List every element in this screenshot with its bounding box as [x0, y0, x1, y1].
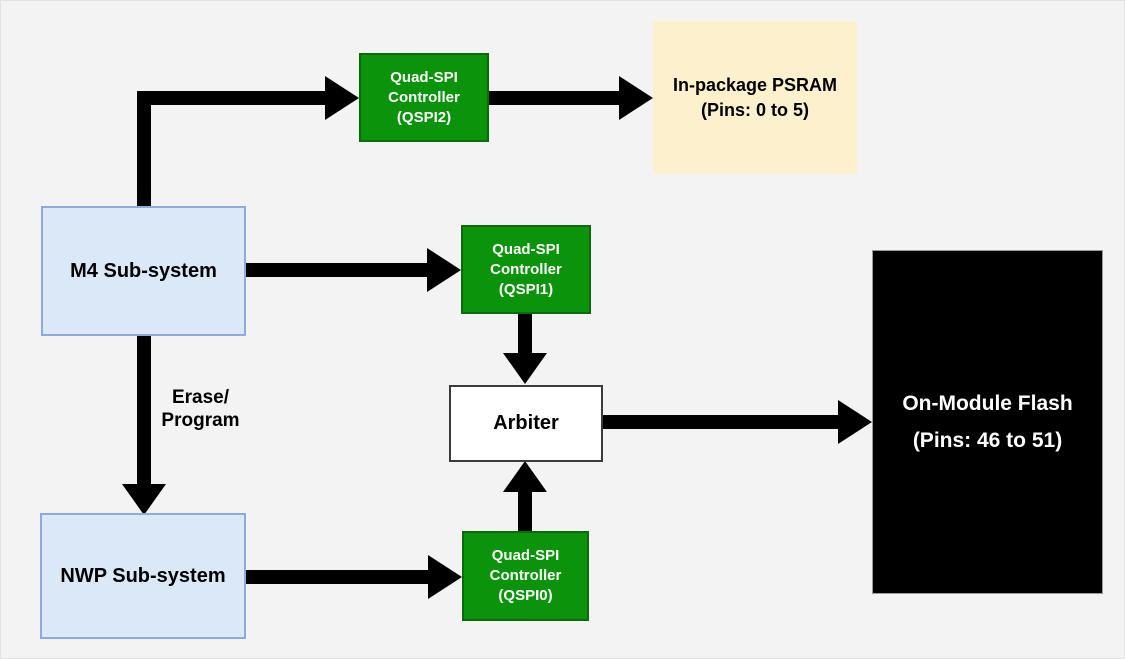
- node-m4-subsystem: M4 Sub-system: [41, 206, 246, 336]
- node-flash-line2: (Pins: 46 to 51): [912, 429, 1063, 452]
- arrow-qspi1-to-arbiter-head: [503, 353, 547, 384]
- node-psram-line1: In-package PSRAM: [672, 74, 838, 95]
- node-qspi1-line3: (QSPI1): [498, 280, 554, 298]
- arrow-m4-to-qspi1-shaft: [246, 263, 427, 277]
- arrow-qspi0-to-arbiter-shaft: [518, 492, 532, 531]
- arrow-m4-to-nwp-head: [122, 484, 166, 515]
- node-nwp-subsystem: NWP Sub-system: [40, 513, 246, 639]
- arrow-m4-to-nwp-shaft: [137, 336, 151, 484]
- node-m4-subsystem-label: M4 Sub-system: [70, 259, 217, 282]
- node-in-package-psram: In-package PSRAM (Pins: 0 to 5): [653, 21, 857, 174]
- arrow-qspi2-to-psram-shaft: [489, 91, 619, 105]
- node-on-module-flash: On-Module Flash (Pins: 46 to 51): [872, 250, 1103, 594]
- node-qspi0-controller: Quad-SPI Controller (QSPI0): [462, 531, 589, 621]
- node-qspi2-line2: Controller: [388, 88, 460, 106]
- node-qspi0-line2: Controller: [489, 567, 562, 584]
- arrow-qspi0-to-arbiter-head: [503, 461, 547, 492]
- arrow-arbiter-to-flash-head: [838, 400, 872, 444]
- node-qspi2-line1: Quad-SPI: [390, 68, 458, 86]
- node-qspi2-line3: (QSPI2): [396, 108, 452, 126]
- arrow-arbiter-to-flash-shaft: [603, 415, 838, 429]
- arrow-m4-to-qspi1-head: [427, 248, 461, 292]
- arrow-qspi2-to-psram-head: [619, 76, 653, 120]
- node-qspi1-line2: Controller: [490, 260, 562, 278]
- erase-program-label: Erase/ Program: [153, 386, 248, 432]
- node-psram-line2: (Pins: 0 to 5): [700, 99, 809, 120]
- erase-program-label-line2: Program: [161, 410, 240, 431]
- node-arbiter: Arbiter: [449, 385, 603, 462]
- node-qspi1-controller: Quad-SPI Controller (QSPI1): [461, 225, 591, 314]
- node-arbiter-label: Arbiter: [493, 412, 559, 434]
- node-qspi1-line1: Quad-SPI: [492, 240, 560, 258]
- arrow-qspi1-to-arbiter-shaft: [518, 314, 532, 353]
- node-nwp-subsystem-label: NWP Sub-system: [60, 564, 226, 587]
- node-flash-line1: On-Module Flash: [902, 392, 1073, 415]
- node-qspi2-controller: Quad-SPI Controller (QSPI2): [359, 53, 489, 142]
- arrow-nwp-to-qspi0-head: [428, 555, 462, 599]
- node-qspi0-line3: (QSPI0): [498, 587, 553, 604]
- arrow-m4-to-qspi2-vertical-shaft: [137, 91, 151, 206]
- erase-program-label-line1: Erase/: [171, 387, 230, 408]
- node-qspi0-line1: Quad-SPI: [491, 547, 560, 564]
- arrow-m4-to-qspi2-horizontal-shaft: [137, 91, 325, 105]
- arrow-nwp-to-qspi0-shaft: [246, 570, 428, 584]
- arrow-m4-to-qspi2-head: [325, 76, 359, 120]
